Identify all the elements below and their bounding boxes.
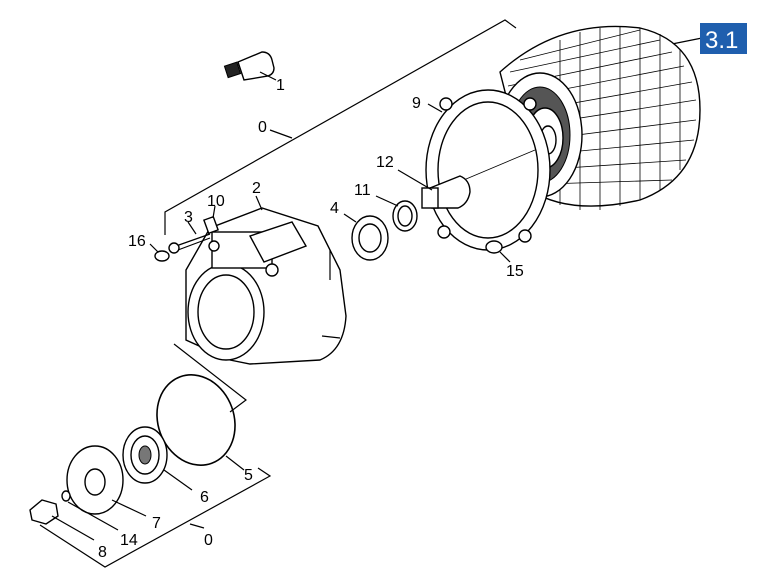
label-part-1: 1 [276,77,285,94]
label-part-12: 12 [376,154,394,171]
washer [61,490,119,531]
ball-bearing [122,426,193,491]
group-bracket-bottom [39,467,272,568]
shaft-coupling [397,169,471,209]
section-badge-label: 3.1 [705,27,738,54]
label-part-10: 10 [207,193,225,210]
label-part-15: 15 [506,263,524,280]
label-part-4: 4 [330,200,339,217]
retaining-ring [375,195,418,232]
section-badge-background [700,23,747,54]
part-number-labels: 1 0 9 12 11 2 10 3 4 16 15 5 6 7 14 0 8 [98,77,524,561]
section-badge: 3.1 [671,23,747,54]
pump-housing [185,195,347,365]
label-part-16: 16 [128,233,146,250]
label-part-6: 6 [200,489,209,506]
label-part-2: 2 [252,180,261,197]
label-part-8: 8 [98,544,107,561]
screw [168,221,211,254]
cover-cap [66,445,147,517]
grease-tube [223,51,277,81]
label-part-5: 5 [244,467,253,484]
o-ring [156,374,245,471]
shaft-seal [343,213,389,261]
group-bracket-top [164,19,517,235]
label-part-11: 11 [354,182,371,199]
screw-head [149,243,170,262]
label-part-7: 7 [152,515,161,532]
label-part-0-bottom: 0 [204,532,213,549]
label-part-3: 3 [184,209,193,226]
pin [203,205,219,235]
label-part-14: 14 [120,532,138,549]
label-part-0-top: 0 [258,119,267,136]
label-part-9: 9 [412,95,421,112]
connector-line [173,343,247,413]
small-plug [485,240,511,263]
plug-bolt [29,499,95,541]
